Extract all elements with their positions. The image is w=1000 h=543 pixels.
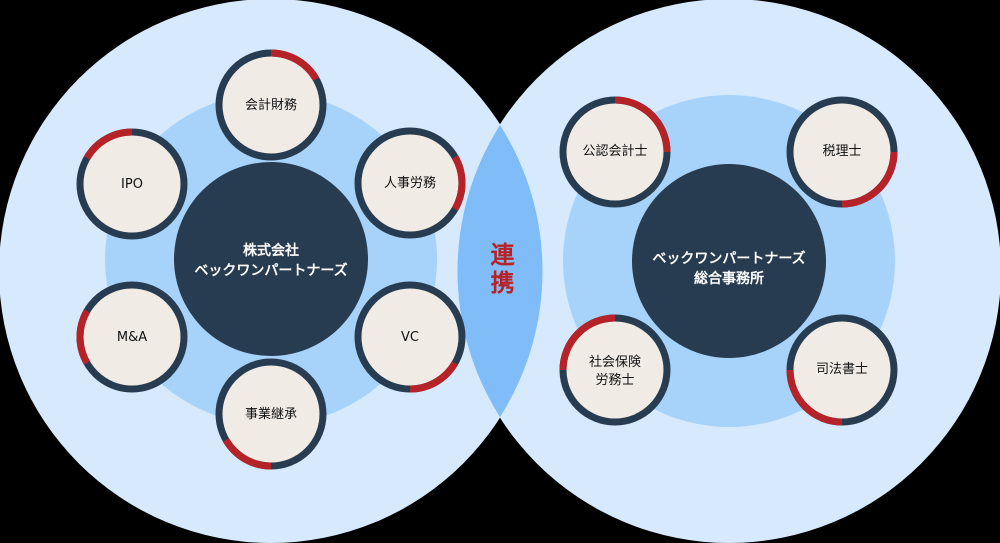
node-cpa[interactable]: 公認会計士 — [582, 144, 648, 159]
node-circle[interactable] — [76, 281, 188, 393]
node-circle[interactable] — [559, 96, 671, 208]
accent-arc — [83, 128, 133, 160]
node-hr-labor[interactable]: 人事労務 — [383, 176, 437, 191]
accent-arc — [451, 155, 466, 211]
node-circle[interactable] — [786, 96, 898, 208]
node-circle[interactable] — [559, 314, 671, 426]
accent-arc — [270, 49, 320, 81]
accent-arc — [76, 309, 91, 365]
accent-arc — [786, 369, 843, 426]
node-ipo[interactable]: IPO — [121, 177, 143, 192]
node-ma[interactable]: M&A — [116, 330, 148, 345]
right-hub[interactable]: ベックワンパートナーズ 総合事務所 — [652, 249, 805, 289]
accent-arc — [614, 96, 671, 153]
node-circle[interactable] — [786, 314, 898, 426]
node-circle[interactable] — [215, 49, 327, 161]
node-circle[interactable] — [76, 128, 188, 240]
node-circle[interactable] — [354, 281, 466, 393]
node-circle[interactable] — [215, 358, 327, 470]
node-circle[interactable] — [354, 127, 466, 239]
accent-arc — [222, 438, 272, 470]
nodes-layer — [76, 49, 898, 470]
accent-arc — [559, 314, 616, 371]
node-accounting-finance[interactable]: 会計財務 — [244, 98, 298, 113]
left-hub-line2: ベックワンパートナーズ — [194, 263, 348, 279]
right-hub-circle — [632, 164, 826, 358]
node-vc[interactable]: VC — [401, 330, 419, 345]
node-business-succession[interactable]: 事業継承 — [244, 407, 298, 422]
left-hub[interactable]: 株式会社 ベックワンパートナーズ — [194, 241, 347, 281]
node-tax-accountant[interactable]: 税理士 — [822, 144, 862, 159]
node-judicial-scrivener[interactable]: 司法書士 — [815, 362, 869, 377]
left-hub-circle — [174, 162, 368, 356]
node-sil-line1: 社会保険 — [588, 355, 642, 370]
accent-arc — [841, 151, 898, 208]
right-hub-line2: 総合事務所 — [694, 271, 764, 287]
right-hub-line1: ベックワンパートナーズ — [652, 251, 806, 267]
left-hub-line1: 株式会社 — [243, 243, 299, 259]
accent-arc — [409, 361, 459, 393]
overlap-lens — [457, 125, 543, 417]
node-sil-line2: 労務士 — [595, 373, 635, 388]
collaboration-label: 連携 — [486, 242, 514, 298]
node-social-insurance-labor-consultant[interactable]: 社会保険 労務士 — [589, 354, 641, 390]
